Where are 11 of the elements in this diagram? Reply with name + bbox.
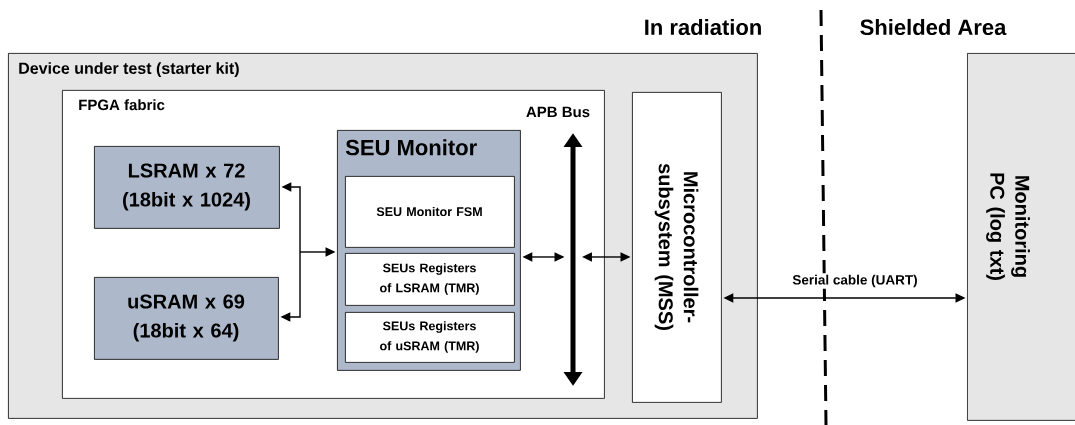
register-box: SEUs Registers of uSRAM (TMR) [345,312,515,363]
area-heading: Shielded Area [860,18,1007,36]
register-box: SEUs Registers of LSRAM (TMR) [345,253,515,306]
subsystem-box: Microcontroller-subsystem (MSS) [632,92,722,403]
edge-label: Serial cable (UART) [790,273,920,289]
memory-box: uSRAM x 69 (18bit x 64) [94,277,279,360]
node-label: APB Bus [526,106,590,118]
subsystem-box: Monitoring PC (log txt) [967,53,1075,421]
memory-box: LSRAM x 72 (18bit x 1024) [94,146,280,229]
area-heading: In radiation [645,18,761,36]
register-box: SEU Monitor FSM [345,176,515,248]
